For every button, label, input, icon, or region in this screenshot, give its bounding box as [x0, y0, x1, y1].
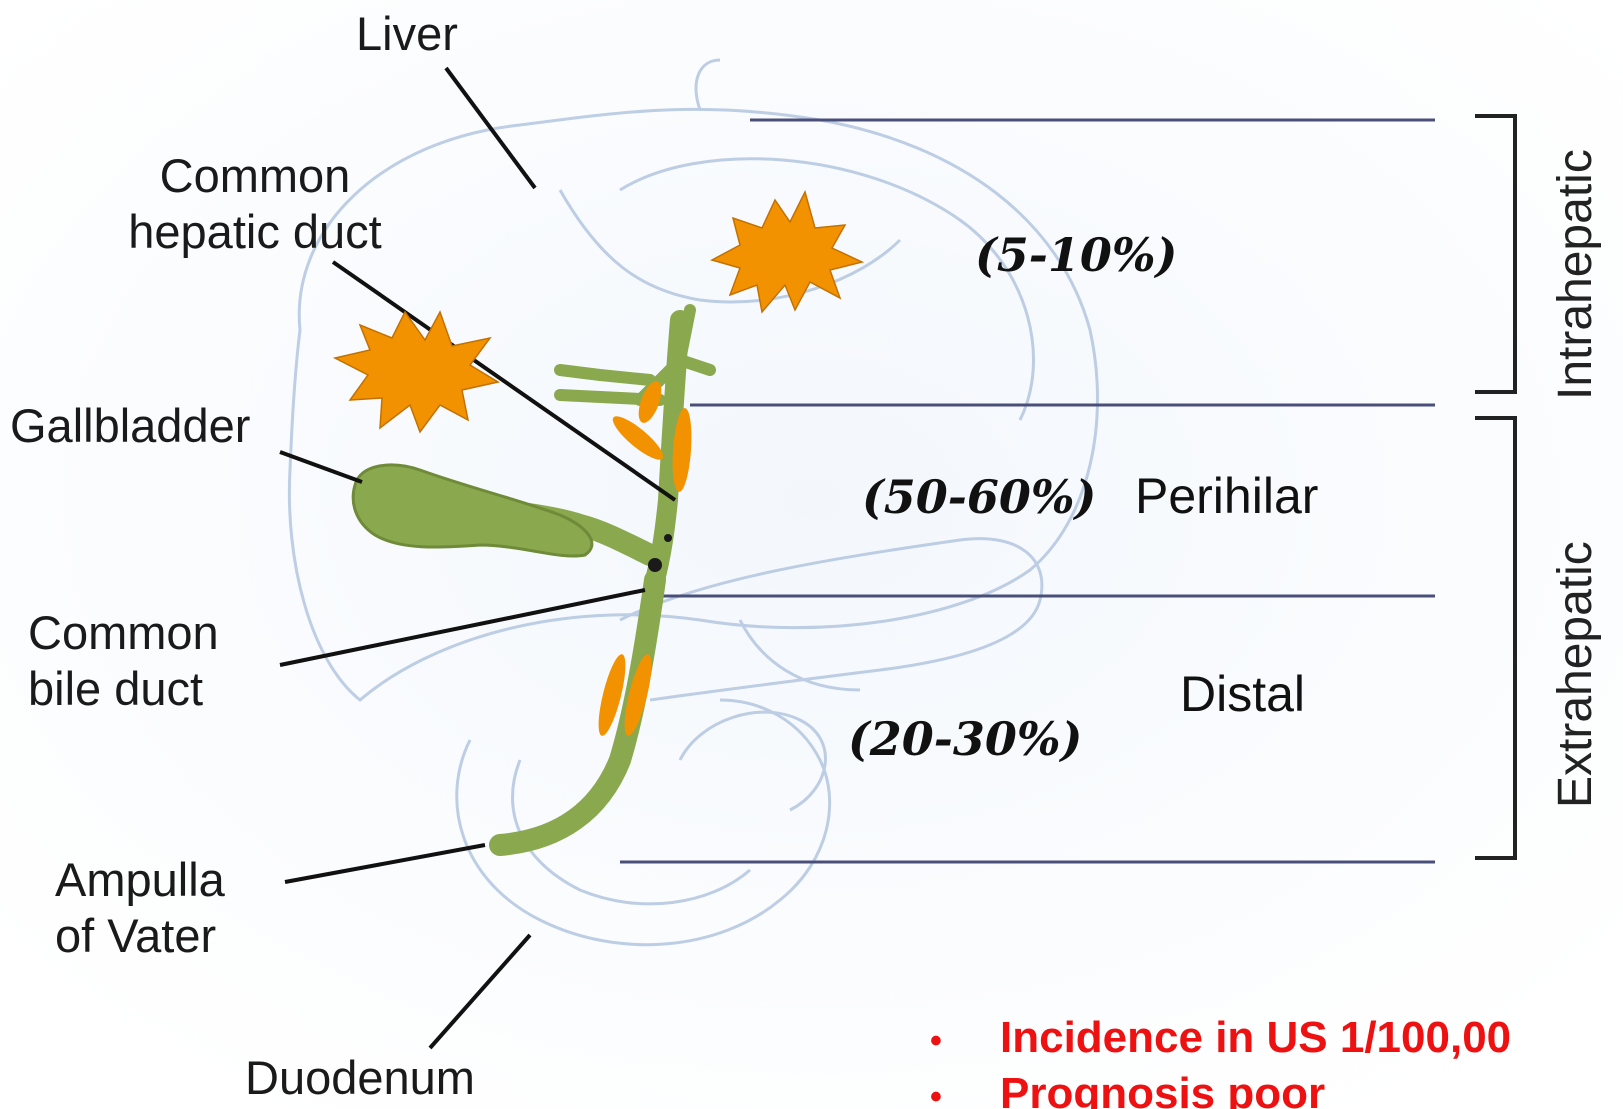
- note-text: Prognosis poor: [1000, 1069, 1325, 1109]
- duct-dot: [664, 534, 672, 542]
- label-ampulla-of-vater: Ampulla of Vater: [55, 852, 225, 964]
- label-common-bile-duct: Common bile duct: [28, 605, 219, 717]
- percentage-perihilar: (50-60%): [862, 470, 1096, 524]
- note-text: Incidence in US 1/100,00: [1000, 1013, 1511, 1062]
- segment-label-intrahepatic: Intrahepatic: [1548, 149, 1603, 400]
- note-item: •Incidence in US 1/100,00: [930, 1010, 1511, 1066]
- segment-label-extrahepatic: Extrahepatic: [1548, 541, 1603, 808]
- label-common-hepatic-duct: Common hepatic duct: [90, 148, 420, 260]
- label-line: bile duct: [28, 661, 219, 717]
- bullet-dot: •: [930, 1013, 1000, 1069]
- label-line: hepatic duct: [90, 204, 420, 260]
- segment-label-perihilar: Perihilar: [1135, 467, 1318, 525]
- notes-list: •Incidence in US 1/100,00 •Prognosis poo…: [930, 1010, 1511, 1109]
- label-line: Common: [28, 605, 219, 661]
- label-liver: Liver: [356, 6, 458, 62]
- label-line: Common: [90, 148, 420, 204]
- percentage-distal: (20-30%): [848, 712, 1082, 766]
- label-line: of Vater: [55, 908, 225, 964]
- bullet-dot: •: [930, 1069, 1000, 1109]
- note-item: •Prognosis poor: [930, 1066, 1511, 1109]
- label-duodenum: Duodenum: [245, 1050, 475, 1106]
- percentage-intrahepatic: (5-10%): [975, 228, 1177, 282]
- segment-label-distal: Distal: [1180, 665, 1305, 723]
- label-gallbladder: Gallbladder: [10, 398, 250, 454]
- label-line: Ampulla: [55, 852, 225, 908]
- duct-junction-dot: [648, 558, 662, 572]
